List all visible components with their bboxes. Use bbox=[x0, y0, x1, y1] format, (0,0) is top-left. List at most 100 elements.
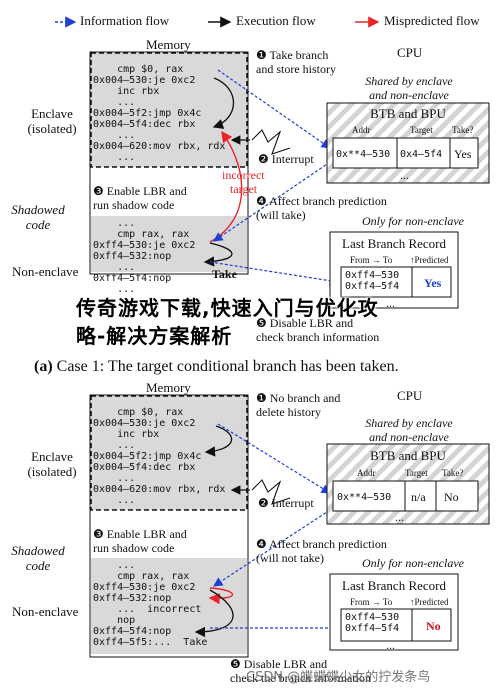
panel-b-enclave-code-line: ... bbox=[93, 473, 136, 484]
panel-b-take-arrow bbox=[194, 589, 234, 638]
panel-a-btb-dots: ... bbox=[400, 168, 409, 182]
legend-exec-label: Execution flow bbox=[236, 13, 316, 28]
panel-a-interrupt-zigzag bbox=[251, 129, 291, 155]
panel-b-step5: ❺ Disable LBR and check the branch infor… bbox=[230, 657, 371, 685]
panel-a-btb-title: BTB and BPU bbox=[370, 106, 446, 121]
panel-a-step1: ❶ Take branch and store history bbox=[256, 48, 336, 76]
panel-a-step5: ❺ Disable LBR and check branch informati… bbox=[256, 316, 380, 344]
panel-b-cpu-title: CPU bbox=[397, 388, 423, 403]
panel-b-shadow-code-line: 0xff4–532:nop bbox=[93, 593, 172, 604]
panel-a-incorrect-label: incorrect bbox=[222, 168, 265, 182]
panel-a-step2: ❷ Interrupt bbox=[258, 152, 314, 166]
panel-a-enclave-code-line: cmp $0, rax bbox=[93, 64, 184, 75]
panel-a-shadow-code-line: ... bbox=[93, 284, 136, 295]
panel-b-shadow-code-line: nop bbox=[93, 615, 136, 626]
panel-a-enclave-code-line: ... bbox=[93, 97, 136, 108]
panel-b-shadow-code-line: cmp rax, rax bbox=[93, 571, 190, 582]
panel-a-shadow-code-line: ... bbox=[93, 262, 136, 273]
legend-mispred-label: Mispredicted flow bbox=[384, 13, 480, 28]
panel-a-memory-title: Memory bbox=[146, 37, 191, 52]
panel-b-shadow-code-line: 0xff4–5f4:nop bbox=[93, 626, 172, 637]
panel-a-enclave-code-line: 0x004–620:mov rbx, rdx bbox=[93, 141, 226, 152]
panel-a-lbr-title: Last Branch Record bbox=[342, 236, 446, 251]
legend-info-label: Information flow bbox=[80, 13, 170, 28]
panel-a-btb-addr: 0x**4–530 bbox=[336, 149, 391, 160]
panel-b-info-arrow-1 bbox=[217, 423, 332, 494]
panel-b-enclave-box bbox=[90, 395, 248, 511]
panel-a-shadow-box bbox=[91, 216, 247, 272]
panel-b-btb-target: n/a bbox=[411, 490, 426, 504]
panel-a-nonenclave-label: Non-enclave bbox=[12, 264, 79, 279]
panel-b-info-arrow-2 bbox=[212, 509, 331, 587]
panel-b-btb-col-target: Target bbox=[405, 468, 428, 478]
panel-a-caption: (a) Case 1: The target conditional branc… bbox=[34, 358, 399, 375]
panel-a-lbr-col-from: From → To bbox=[350, 255, 393, 265]
panel-b-interrupt-zigzag bbox=[251, 479, 291, 505]
panel-b-shadow-code-line: 0xff4–5f5:... Take bbox=[93, 637, 208, 648]
panel-b-lbr-predicted: No bbox=[426, 619, 441, 633]
panel-a-shadow-code-line: 0xff4–532:nop bbox=[93, 251, 172, 262]
panel-b-step3: ❸ Enable LBR and run shadow code bbox=[93, 527, 187, 555]
panel-a-enclave-code-line: 0x004–5f2:jmp 0x4c bbox=[93, 108, 202, 119]
panel-a-info-arrow-1 bbox=[217, 69, 331, 149]
panel-b-mispredicted-arrow bbox=[208, 587, 233, 605]
panel-b-exec-arrow bbox=[204, 425, 233, 457]
panel-b-shadow-code-line: ... bbox=[93, 560, 136, 571]
panel-a-cpu-title: CPU bbox=[397, 45, 423, 60]
panel-b-enclave-code-line: cmp $0, rax bbox=[93, 407, 184, 418]
panel-a-lbr-col-pred: ↑Predicted bbox=[410, 255, 449, 265]
panel-b-shadow-code-line: 0xff4–530:je 0xc2 bbox=[93, 582, 196, 593]
panel-b-shared-label: Shared by enclave and non-enclave bbox=[365, 416, 453, 444]
panel-b-only-non-label: Only for non-enclave bbox=[362, 556, 464, 570]
panel-a-enclave-code-line: ... bbox=[93, 152, 136, 163]
panel-a-step3: ❸ Enable LBR and run shadow code bbox=[93, 184, 187, 212]
panel-a-enclave-code-line: 0x004–530:je 0xc2 bbox=[93, 75, 196, 86]
panel-b-btb-col-take: Take? bbox=[442, 468, 464, 478]
panel-a-shared-label: Shared by enclave and non-enclave bbox=[365, 74, 453, 102]
csdn-watermark: CSDN @蝶蝶蝶少女的拧发条鸟 bbox=[246, 670, 431, 685]
panel-b-lbr-title: Last Branch Record bbox=[342, 578, 446, 593]
panel-b-step4: ❹ Affect branch prediction (will not tak… bbox=[256, 537, 387, 565]
panel-b-btb-title: BTB and BPU bbox=[370, 448, 446, 463]
panel-b-btb-take: No bbox=[444, 490, 459, 504]
panel-a-info-arrow-2 bbox=[213, 161, 331, 242]
panel-a-step4: ❹ Affect branch prediction (will take) bbox=[256, 194, 387, 222]
panel-a-shadow-code-line: cmp rax, rax bbox=[93, 229, 190, 240]
panel-b-btb-col-addr: Addr bbox=[357, 468, 376, 478]
panel-a-enclave-code-line: ... bbox=[93, 130, 136, 141]
panel-b-btb-addr: 0x**4–530 bbox=[337, 492, 392, 503]
panel-b-enclave-code-line: ... bbox=[93, 440, 136, 451]
panel-b-lbr-col-from: From → To bbox=[350, 597, 393, 607]
panel-b-step1: ❶ No branch and delete history bbox=[256, 391, 341, 419]
panel-b-nonenclave-label: Non-enclave bbox=[12, 604, 79, 619]
panel-a-enclave-code-line: inc rbx bbox=[93, 86, 160, 97]
panel-b-btb-dots: ... bbox=[395, 510, 404, 524]
panel-b-enclave-code-line: ... bbox=[93, 495, 136, 506]
panel-a-btb-col-take: Take? bbox=[452, 125, 474, 135]
panel-a-lbr-predicted: Yes bbox=[424, 276, 442, 290]
panel-b-enclave-code-line: inc rbx bbox=[93, 429, 160, 440]
panel-a-btb-take: Yes bbox=[454, 147, 472, 161]
panel-b-enclave-code-line: 0x004–530:je 0xc2 bbox=[93, 418, 196, 429]
panel-a-enclave-label: Enclave(isolated) bbox=[27, 106, 77, 136]
panel-b-lbr-fromto: 0xff4–530 0xff4–5f4 bbox=[345, 612, 400, 634]
panel-b-step2: ❷ Interrupt bbox=[258, 496, 314, 510]
panel-b-memory-title: Memory bbox=[146, 380, 191, 395]
panel-a-take-label: Take bbox=[212, 267, 237, 281]
panel-b-lbr-dots: ... bbox=[386, 638, 395, 652]
panel-a-shadow-code-line: ... bbox=[93, 218, 136, 229]
panel-b-enclave-code-line: 0x004–5f2:jmp 0x4c bbox=[93, 451, 202, 462]
panel-a-enclave-box bbox=[90, 52, 248, 168]
overlay-title: 传奇游戏下载,快速入门与优化攻 略-解决方案解析 bbox=[76, 296, 379, 348]
panel-b-enclave-code-line: 0x004–5f4:dec rbx bbox=[93, 462, 196, 473]
panel-a-shadow-code-line: 0xff4–5f4:nop bbox=[93, 273, 172, 284]
panel-b-shadow-box bbox=[91, 558, 247, 654]
panel-a-btb-col-target: Target bbox=[410, 125, 433, 135]
panel-a-target-label: target bbox=[230, 182, 258, 196]
